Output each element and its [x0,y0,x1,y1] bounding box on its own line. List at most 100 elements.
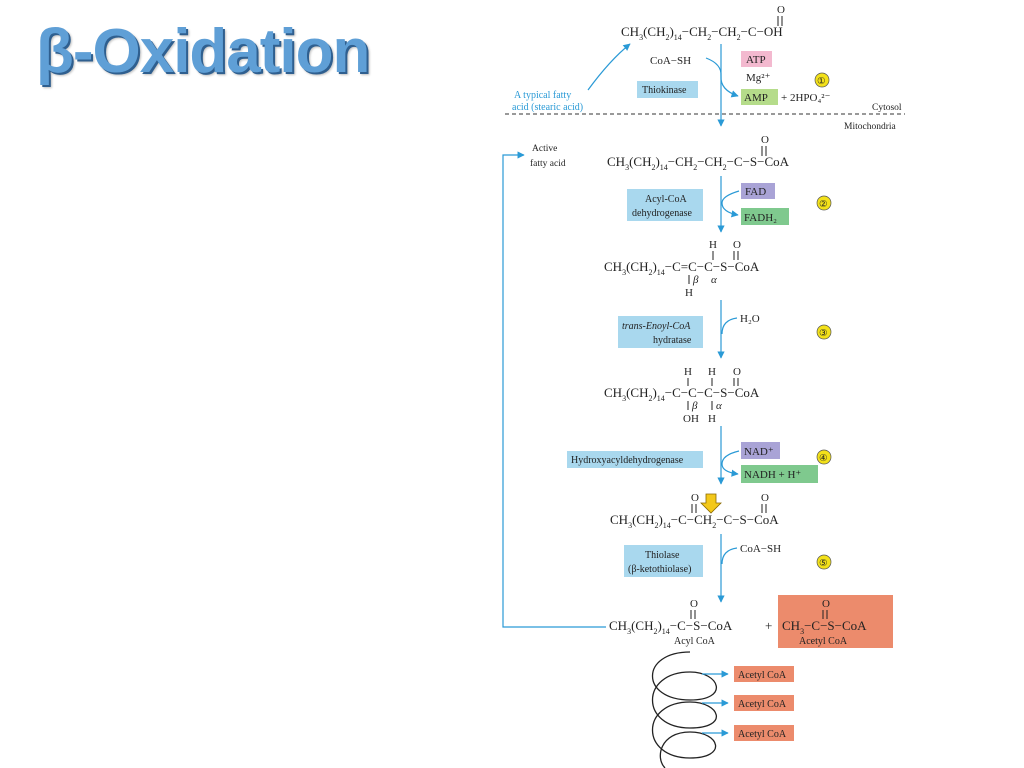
step-5-marker [816,554,832,570]
cycle-acetyl-coa-box-1 [734,666,794,682]
slide-title: β-Oxidation [36,17,370,86]
step-2-label: ② [819,199,828,210]
thiolase-box [624,545,703,577]
step-1-marker [814,72,830,88]
svg-text:A typical fatty: A typical fatty [514,90,571,101]
svg-text:CH3(CH2)14−C−S−CoA: CH3(CH2)14−C−S−CoA [609,618,733,636]
step-1-cofactor-arrow [705,57,739,98]
hpo4-label: + 2HPO₄²⁻ [781,92,831,104]
hydroxyacyl-dehydrogenase-box [567,451,703,468]
fadh2-label: FADH₂ [744,212,777,224]
active-fatty-acid-label-2: fatty acid [530,158,566,169]
trans-enoyl-coa-structure: CH3(CH2)14−C=C−C−S−CoA H O β α H [604,239,760,299]
svg-text:β: β [691,400,698,412]
plus-sign: + [765,618,772,633]
svg-text:O: O [822,598,830,610]
cycle-output-1: Acetyl CoA [702,666,794,682]
step-4-label: ④ [819,453,828,464]
svg-text:CH3(CH2)14−CH2−CH2−C−S−CoA: CH3(CH2)14−CH2−CH2−C−S−CoA [607,154,790,172]
step-2-cofactor-arrow [721,190,740,218]
thiokinase-box [637,81,698,98]
acyl-coa-product-structure: CH3(CH2)14−C−S−CoA O [609,598,733,636]
stearic-acid-label: A typical fatty acid (stearic acid) [512,90,583,113]
fad-label: FAD [745,186,766,198]
acyl-coa-dh-label-1: Acyl-CoA [645,194,687,205]
fad-box [741,183,775,199]
svg-text:H: H [684,366,692,378]
step-5-cofactor-arrow [721,547,738,565]
step-3-cofactor-arrow [721,317,738,335]
cleavage-arrow-icon [700,493,722,514]
step-2-marker [816,195,832,211]
fadh2-box [741,208,789,225]
stearic-acid-structure: CH3(CH2)14−CH2−CH2−C−OH O [621,4,785,42]
hydratase-label-2: hydratase [653,335,692,346]
hydratase-box [618,316,703,348]
cycle-acetyl-coa-box-2 [734,695,794,711]
svg-text:β: β [692,274,699,286]
step-4-marker [816,449,832,465]
svg-text:OH: OH [683,413,699,425]
acetyl-coa-product-box [778,595,893,648]
acetyl-coa-product-structure: CH3−C−S−CoA O [782,598,867,636]
svg-text:CH3(CH2)14−CH2−CH2−C−OH: CH3(CH2)14−CH2−CH2−C−OH [621,24,783,42]
svg-text:α: α [716,400,722,412]
nad-label: NAD⁺ [744,446,774,458]
svg-text:O: O [761,492,769,504]
acyl-coa-dehydrogenase-box [627,189,703,221]
cycle-acetyl-coa-label-3: Acetyl CoA [738,729,787,740]
atp-box [741,51,772,67]
acyl-coa-label: Acyl CoA [674,636,716,647]
acyl-coa-dh-label-2: dehydrogenase [632,208,693,219]
cycle-acetyl-coa-box-3 [734,725,794,741]
active-fatty-acid-structure: CH3(CH2)14−CH2−CH2−C−S−CoA O [607,134,790,172]
hydratase-label-1: trans-Enoyl-CoA [622,321,691,332]
svg-text:CH3(CH2)14−C−C−C−S−CoA: CH3(CH2)14−C−C−C−S−CoA [604,385,760,403]
cycle-output-2: Acetyl CoA [702,695,794,711]
thiokinase-label: Thiokinase [642,85,687,96]
h2o-label: H₂O [740,313,760,325]
svg-text:O: O [690,598,698,610]
cycle-spiral [652,651,717,768]
cycle-acetyl-coa-label-1: Acetyl CoA [738,670,787,681]
thiolase-label-2: (β-ketothiolase) [628,564,691,575]
svg-text:H: H [685,287,693,299]
svg-text:CH3(CH2)14−C−CH2−C−S−CoA: CH3(CH2)14−C−CH2−C−S−CoA [610,512,779,530]
svg-text:O: O [761,134,769,146]
svg-text:H: H [709,239,717,251]
svg-text:acid (stearic acid): acid (stearic acid) [512,102,583,113]
coa-sh-label-2: CoA−SH [740,543,781,555]
nadh-label: NADH + H⁺ [744,469,801,481]
mitochondria-label: Mitochondria [844,122,896,132]
svg-text:O: O [777,4,785,16]
mg-label: Mg²⁺ [746,72,771,84]
amp-label: AMP [744,92,768,104]
nadh-box [741,465,818,483]
svg-text:O: O [733,239,741,251]
step-1-label: ① [817,76,826,87]
step-3-marker [816,324,832,340]
thiolase-label-1: Thiolase [645,550,680,561]
svg-text:CH3(CH2)14−C=C−C−S−CoA: CH3(CH2)14−C=C−C−S−CoA [604,259,760,277]
cycle-output-3: Acetyl CoA [702,725,794,741]
ketoacyl-coa-structure: CH3(CH2)14−C−CH2−C−S−CoA O O [610,492,779,530]
step-4-cofactor-arrow [721,450,740,477]
svg-text:O: O [733,366,741,378]
step-5-label: ⑤ [819,558,828,569]
amp-box [741,89,778,105]
cycle-acetyl-coa-label-2: Acetyl CoA [738,699,787,710]
nad-box [741,442,780,459]
step-3-label: ③ [819,328,828,339]
hydroxyacyl-coa-structure: CH3(CH2)14−C−C−C−S−CoA H H O β α OH H [604,366,760,425]
svg-text:H: H [708,413,716,425]
active-fatty-acid-label-1: Active [532,144,557,154]
recycle-arrow [502,151,606,628]
hydroxyacyl-dh-label: Hydroxyacyldehydrogenase [571,455,684,466]
svg-text:CH3−C−S−CoA: CH3−C−S−CoA [782,618,867,636]
acetyl-coa-product-label: Acetyl CoA [799,636,848,647]
svg-text:O: O [691,492,699,504]
svg-text:α: α [711,274,717,286]
atp-label: ATP [746,54,766,66]
coa-sh-label: CoA−SH [650,55,691,67]
